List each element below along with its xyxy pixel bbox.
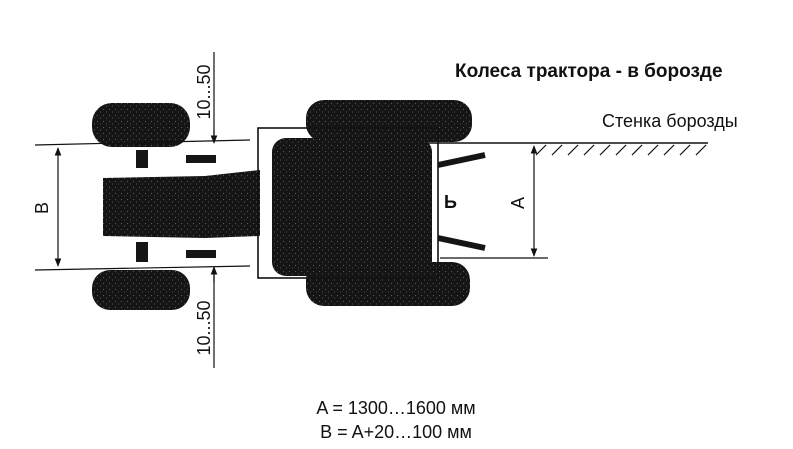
engine-hood (103, 170, 260, 238)
dimension-b-label: B (32, 202, 52, 214)
ref-line-bottom (34, 265, 251, 271)
furrow-wall (420, 142, 708, 156)
hitch-mark: Ь (444, 192, 457, 212)
cabin-frame (257, 127, 439, 279)
cabin (272, 138, 432, 276)
formula-a: A = 1300…1600 мм (316, 398, 475, 418)
tractor: Ь (92, 100, 486, 310)
dimension-top-label: 10...50 (194, 64, 214, 119)
front-right-wheel (92, 270, 190, 310)
dimension-bottom-label: 10...50 (194, 300, 214, 355)
dimension-a-label: A (508, 197, 528, 209)
dimension-a: A (440, 145, 548, 259)
dimension-bottom-clearance: 10...50 (194, 266, 218, 368)
formula-b: B = A+20…100 мм (320, 422, 472, 442)
dimension-top-clearance: 10...50 (194, 52, 218, 144)
diagram-title: Колеса трактора - в борозде (455, 61, 723, 82)
dimension-b: B (32, 147, 62, 267)
furrow-wall-label: Стенка борозды (602, 111, 738, 131)
rear-left-wheel (306, 100, 472, 142)
front-left-wheel (92, 103, 190, 147)
